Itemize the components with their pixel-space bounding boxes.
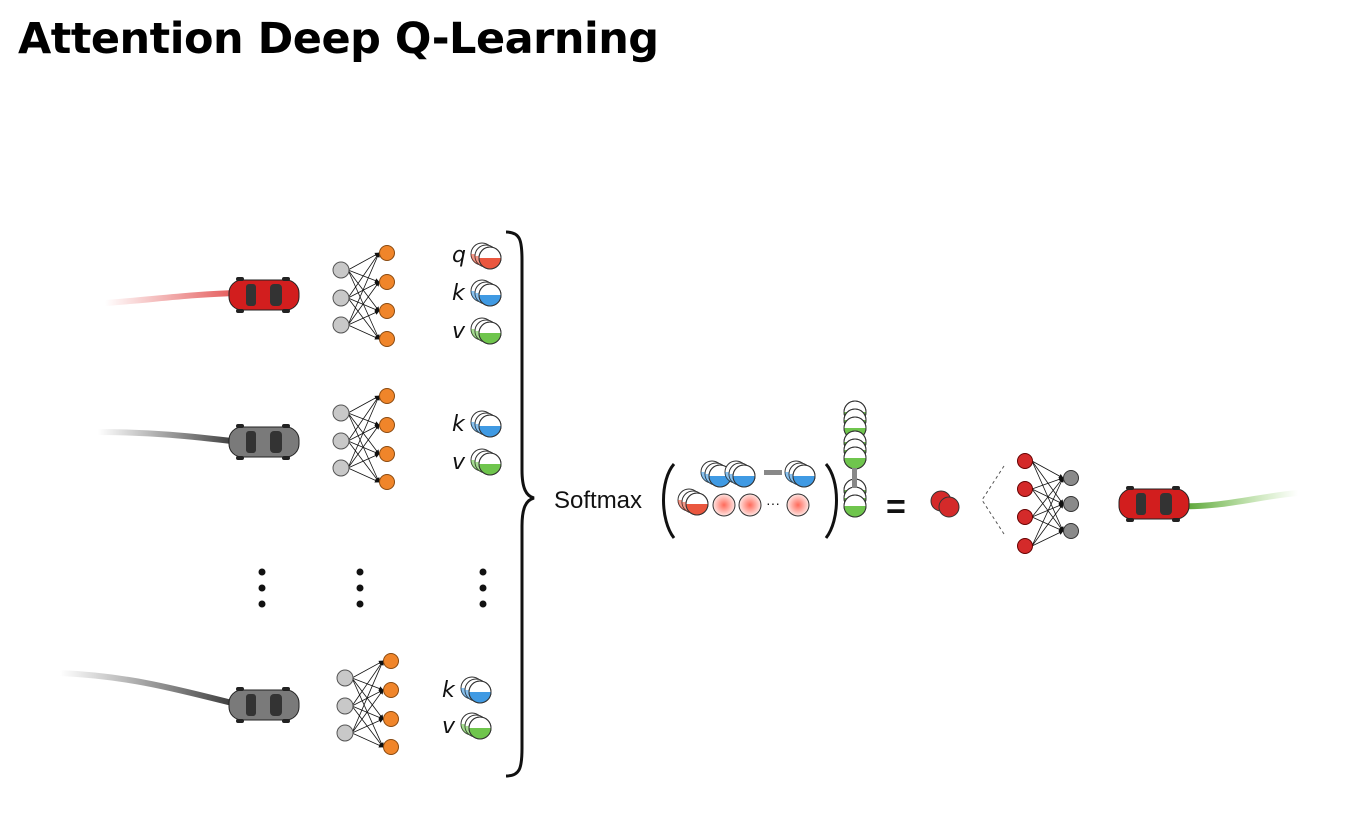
label-v: v	[452, 450, 466, 475]
equals-sign: =	[886, 488, 906, 526]
ego-car-trail	[104, 290, 241, 306]
query-token-icon	[677, 488, 709, 516]
output-car-trail	[1179, 490, 1299, 510]
key-token-icon	[470, 279, 502, 307]
vertical-ellipsis-icon	[258, 568, 266, 608]
other-car-icon	[228, 687, 300, 723]
query-token-icon	[470, 242, 502, 270]
value-token-icon	[460, 712, 492, 740]
label-v: v	[442, 714, 456, 739]
encoder-network-icon	[332, 245, 395, 347]
value-token-icon	[470, 317, 502, 345]
label-k: k	[442, 678, 456, 703]
attention-weight-icon	[738, 493, 762, 517]
attention-weight-icon	[786, 493, 810, 517]
ego-car-icon	[228, 277, 300, 313]
other-car-icon	[228, 424, 300, 460]
car-n-trail	[59, 670, 241, 708]
page-title: Attention Deep Q-Learning	[18, 14, 659, 64]
label-k: k	[452, 412, 466, 437]
left-paren-icon	[662, 463, 676, 539]
key-token-icon	[724, 460, 756, 488]
attention-output-icon	[930, 490, 960, 518]
encoder-network-icon	[332, 388, 395, 490]
key-ellipsis-dash	[764, 470, 782, 475]
right-paren-icon	[824, 463, 838, 539]
softmax-label: Softmax	[554, 487, 642, 514]
attention-weight-icon	[712, 493, 736, 517]
vertical-ellipsis-icon	[479, 568, 487, 608]
key-token-icon	[470, 410, 502, 438]
value-token-icon	[843, 478, 867, 518]
key-token-icon	[700, 460, 732, 488]
key-token-icon	[784, 460, 816, 488]
value-ellipsis-dash	[852, 468, 857, 488]
dashed-fan	[981, 465, 1005, 535]
value-token-icon	[470, 448, 502, 476]
key-token-icon	[460, 676, 492, 704]
car-2-trail	[97, 429, 241, 445]
ellipsis-label: ···	[766, 495, 780, 511]
ego-car-icon	[1118, 486, 1190, 522]
encoder-network-icon	[336, 653, 399, 755]
label-v: v	[452, 319, 466, 344]
label-q: q	[452, 243, 466, 268]
value-token-icon	[843, 400, 867, 440]
q-network-icon	[1017, 453, 1079, 554]
bracket-icon	[505, 230, 535, 778]
label-k: k	[452, 281, 466, 306]
value-token-icon	[843, 430, 867, 470]
vertical-ellipsis-icon	[356, 568, 364, 608]
